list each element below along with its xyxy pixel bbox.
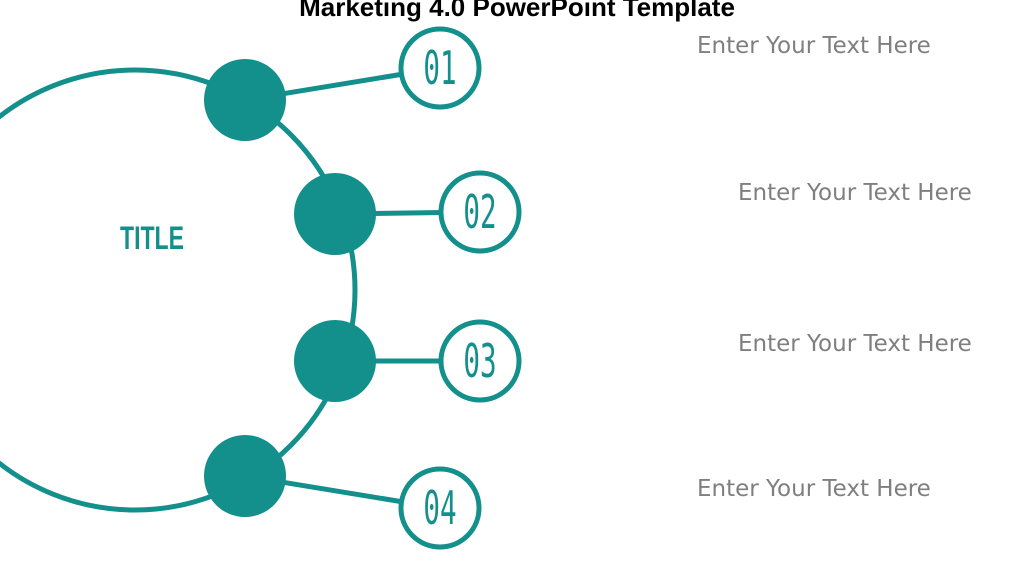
center-title: TITLE [120, 220, 184, 256]
number-ring-4 [398, 466, 482, 550]
item-text-2: Enter Your Text Here [738, 180, 972, 206]
number-label-3: 03 [463, 335, 496, 388]
number-ring-3 [438, 319, 522, 403]
number-ring-2 [438, 170, 522, 254]
node-3 [294, 320, 376, 402]
item-text-1: Enter Your Text Here [697, 33, 931, 59]
node-1 [204, 59, 286, 141]
node-2 [294, 173, 376, 255]
number-label-2: 02 [463, 186, 496, 239]
item-text-4: Enter Your Text Here [697, 476, 931, 502]
number-label-4: 04 [423, 482, 456, 535]
number-label-1: 01 [423, 42, 456, 95]
node-4 [204, 435, 286, 517]
main-arc [0, 67, 358, 513]
slide-title: Marketing 4.0 PowerPoint Template [299, 0, 735, 22]
number-ring-1 [398, 26, 482, 110]
item-text-3: Enter Your Text Here [738, 331, 972, 357]
